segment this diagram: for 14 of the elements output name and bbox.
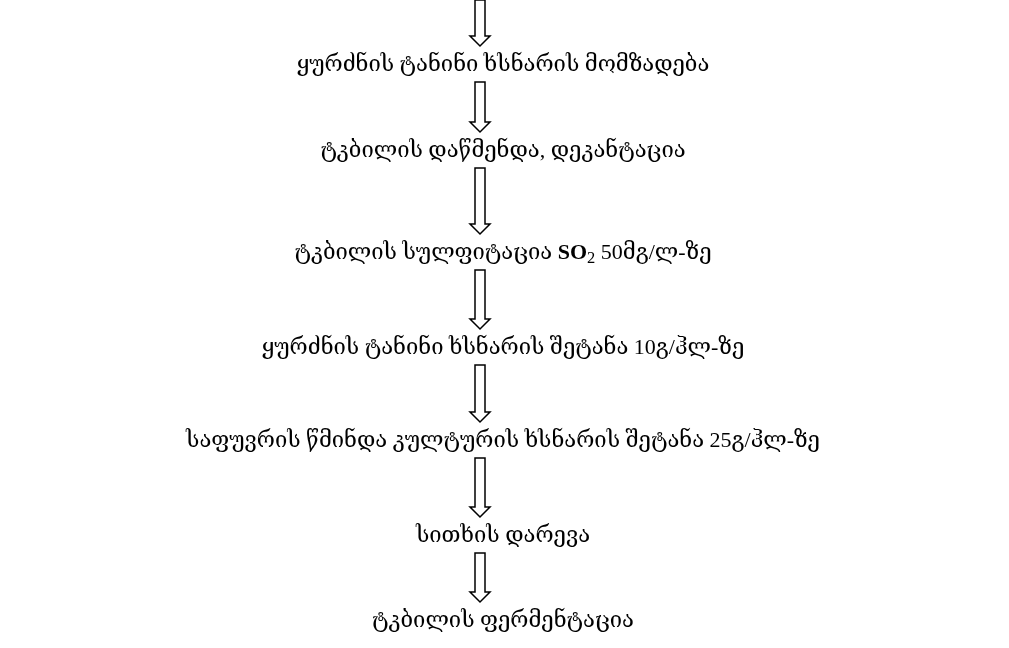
process-step: სითხის დარევა — [415, 519, 591, 551]
arrow — [468, 167, 492, 236]
arrow — [468, 81, 492, 134]
arrow — [468, 457, 492, 519]
arrow — [468, 0, 492, 48]
arrow — [468, 552, 492, 604]
arrow — [468, 269, 492, 331]
process-step: საფუვრის წმინდა კულტურის ხსნარის შეტანა 25გ/ჰლ-ზე — [186, 424, 820, 456]
process-step: ტკბილის დაწმენდა, დეკანტაცია — [320, 134, 686, 166]
process-step: ტკბილის ფერმენტაცია — [372, 604, 634, 636]
process-step: ტკბილის სულფიტაცია SO$_{2}$ 50მგ/ლ-ზე — [294, 236, 712, 268]
arrow — [468, 364, 492, 424]
process-step: ყურძნის ტანინი ხსნარის შეტანა 10გ/ჰლ-ზე — [261, 331, 745, 363]
process-step: ყურძნის ტანინი ხსნარის მომზადება — [296, 48, 710, 80]
